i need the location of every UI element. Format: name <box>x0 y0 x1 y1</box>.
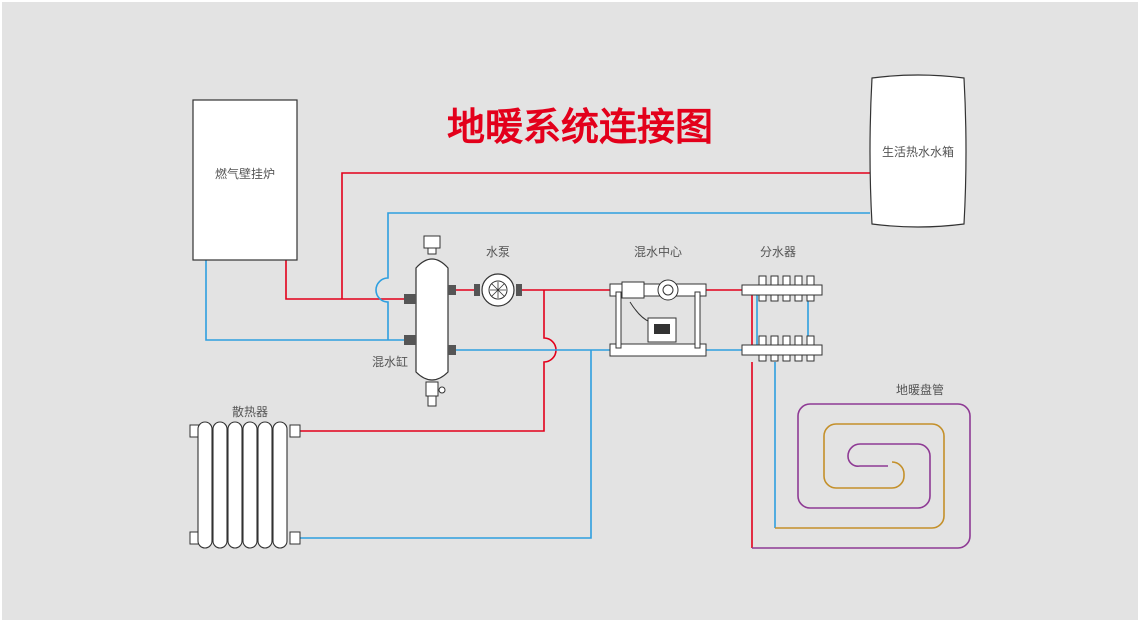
mixing-tank: 混水缸 <box>372 235 456 407</box>
diagram-title: 地暖系统连接图 <box>447 105 713 149</box>
gas-boiler: 燃气壁挂炉 <box>192 99 298 261</box>
water-pump: 水泵 <box>474 245 522 307</box>
radiator-label: 散热器 <box>232 404 268 419</box>
tank-label: 生活热水水箱 <box>882 144 954 159</box>
boiler-label: 燃气壁挂炉 <box>215 166 275 181</box>
drain-valve <box>425 381 439 397</box>
mixing-valve <box>621 281 645 299</box>
manifold-label: 分水器 <box>760 245 796 259</box>
tank-supply-pipe <box>341 172 870 299</box>
manifold-return-bar <box>741 344 823 356</box>
boiler-supply-pipe <box>285 260 407 300</box>
radiator-fins <box>197 421 288 549</box>
mixing-tank-label: 混水缸 <box>372 354 408 369</box>
radiator-return-pipe <box>300 350 592 539</box>
boiler-body <box>192 99 298 261</box>
mixing-center: 混水中心 <box>609 244 707 357</box>
tank-return-pipe <box>375 212 870 340</box>
floor-coil <box>752 403 971 549</box>
boiler-return-pipe <box>205 260 407 341</box>
radiator-supply-pipe <box>300 290 557 432</box>
mixing-pump <box>657 279 679 301</box>
mixing-tank-body <box>415 258 449 381</box>
mixing-center-label: 混水中心 <box>634 244 682 259</box>
tank-body <box>869 74 967 228</box>
coil-outer-loop <box>752 403 971 549</box>
floor-coil-label: 地暖盘管 <box>896 382 944 397</box>
pump-label: 水泵 <box>486 245 510 259</box>
manifold-supply-bar <box>741 284 823 296</box>
manifold: 分水器 <box>741 245 823 362</box>
vent-valve <box>423 235 441 249</box>
coil-inner-loop <box>775 423 945 529</box>
hot-water-tank: 生活热水水箱 <box>869 74 967 228</box>
radiator: 散热器 <box>189 404 301 549</box>
